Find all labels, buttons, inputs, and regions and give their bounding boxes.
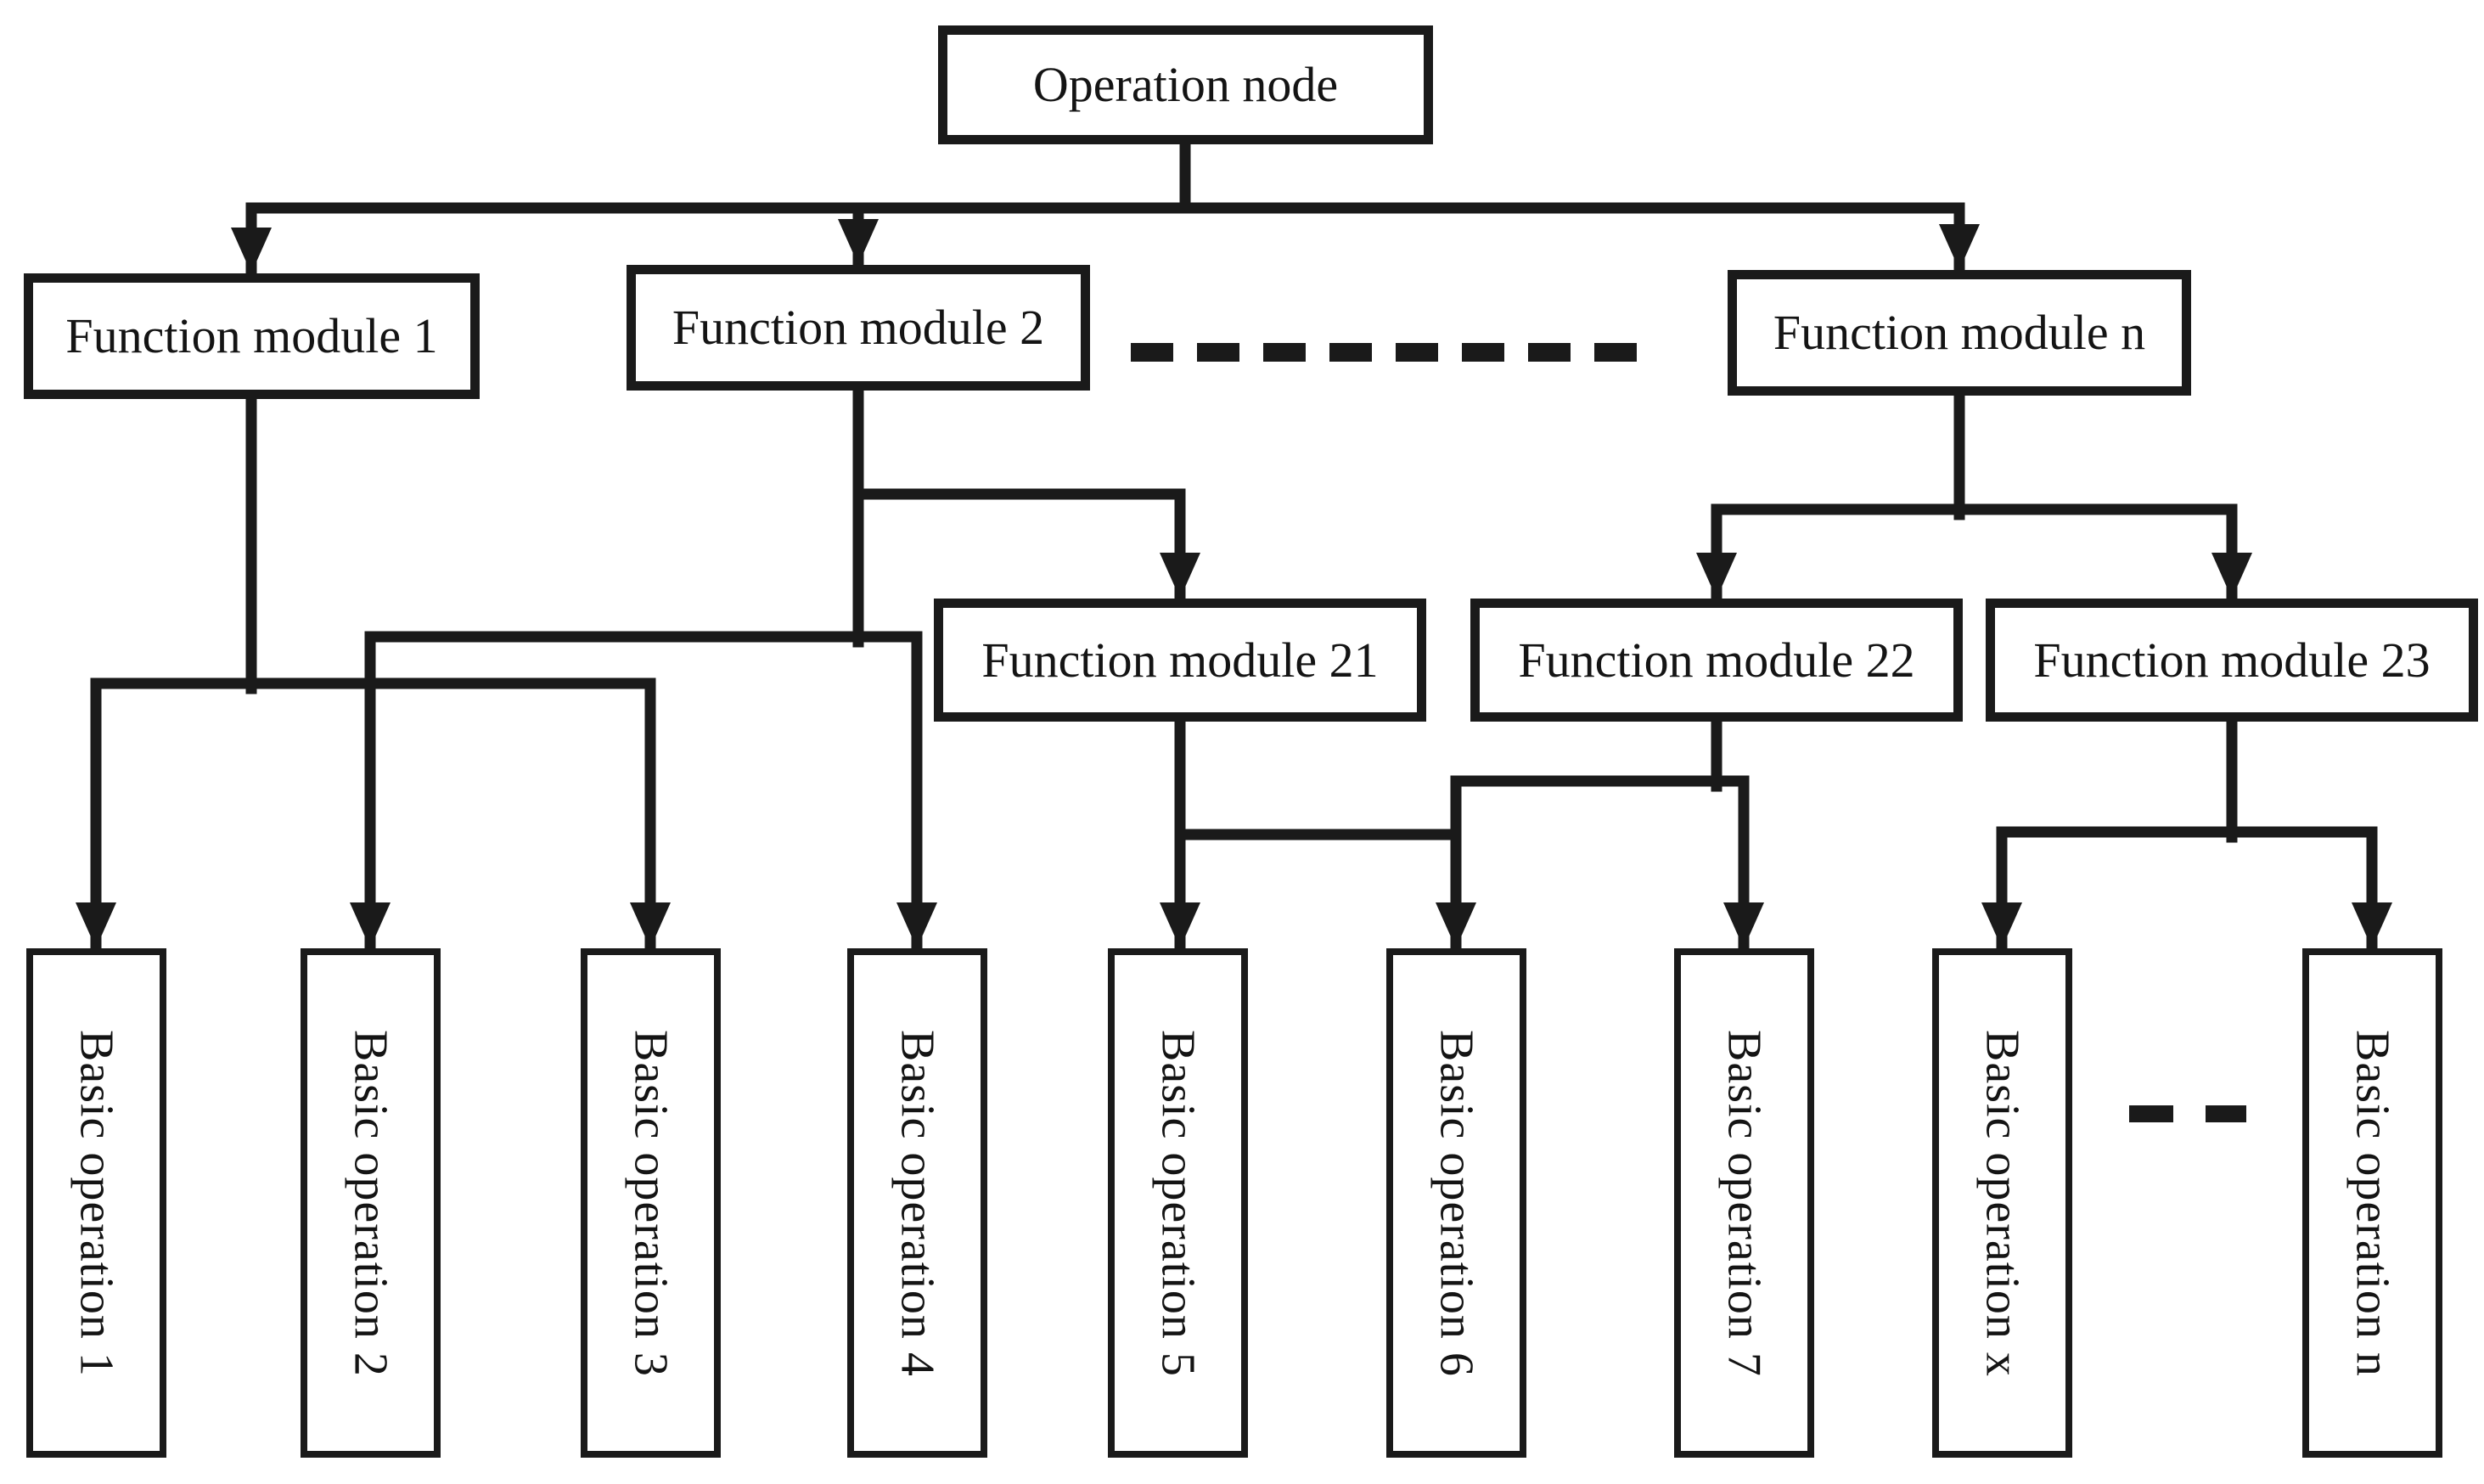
node-basic-operation-2-label: Basic operation 2: [344, 1029, 397, 1377]
arrow-basic-operation-2-head: [350, 902, 391, 948]
node-basic-operation-4: Basic operation 4: [847, 948, 987, 1458]
node-function-module-1: Function module 1: [24, 273, 480, 399]
arrow-basic-operation-3-head: [630, 902, 671, 948]
node-basic-operation-x: Basic operation x: [1932, 948, 2072, 1458]
arrow-function-module-21-head: [1160, 553, 1200, 599]
node-function-module-n: Function module n: [1728, 270, 2191, 396]
node-basic-operation-2: Basic operation 2: [301, 948, 441, 1458]
arrow-function-module-23-head: [2211, 553, 2252, 599]
arrow-function-module-n-head: [1939, 224, 1980, 270]
node-basic-operation-3-label: Basic operation 3: [624, 1029, 677, 1377]
node-function-module-22-label: Function module 22: [1518, 632, 1915, 688]
node-function-module-23: Function module 23: [1986, 599, 2478, 722]
node-basic-operation-x-label: Basic operation x: [1975, 1029, 2029, 1377]
node-function-module-2: Function module 2: [627, 265, 1090, 391]
node-operation-node-label: Operation node: [1032, 57, 1339, 112]
node-basic-operation-5: Basic operation 5: [1108, 948, 1248, 1458]
node-basic-operation-7-label: Basic operation 7: [1717, 1029, 1771, 1377]
arrow-basic-operation-5-head: [1160, 902, 1200, 948]
node-basic-operation-3: Basic operation 3: [581, 948, 721, 1458]
arrow-basic-operation-1-head: [76, 902, 116, 948]
arrow-basic-operation-4-head: [896, 902, 937, 948]
node-function-module-22: Function module 22: [1470, 599, 1963, 722]
node-basic-operation-4-label: Basic operation 4: [891, 1029, 944, 1377]
node-basic-operation-1: Basic operation 1: [26, 948, 166, 1458]
arrow-basic-operation-7-head: [1723, 902, 1764, 948]
arrow-basic-operation-6-head: [1436, 902, 1476, 948]
node-function-module-21-label: Function module 21: [981, 632, 1379, 688]
arrow-function-module-22-head: [1696, 553, 1737, 599]
arrow-function-module-1-head: [231, 228, 272, 273]
node-basic-operation-n-label: Basic operation n: [2346, 1029, 2399, 1377]
arrow-basic-operation-x-head: [1981, 902, 2022, 948]
node-basic-operation-7: Basic operation 7: [1674, 948, 1814, 1458]
node-function-module-n-label: Function module n: [1773, 305, 2146, 360]
node-basic-operation-n: Basic operation n: [2302, 948, 2442, 1458]
node-function-module-1-label: Function module 1: [65, 308, 438, 363]
node-function-module-23-label: Function module 23: [2033, 632, 2431, 688]
node-function-module-2-label: Function module 2: [672, 300, 1045, 355]
node-basic-operation-1-label: Basic operation 1: [70, 1029, 123, 1377]
arrow-function-module-2-head: [838, 219, 879, 265]
node-basic-operation-5-label: Basic operation 5: [1151, 1029, 1205, 1377]
node-operation-node: Operation node: [938, 25, 1433, 144]
arrow-basic-operation-n-head: [2352, 902, 2392, 948]
node-basic-operation-6: Basic operation 6: [1386, 948, 1526, 1458]
node-basic-operation-6-label: Basic operation 6: [1430, 1029, 1483, 1377]
node-function-module-21: Function module 21: [934, 599, 1426, 722]
